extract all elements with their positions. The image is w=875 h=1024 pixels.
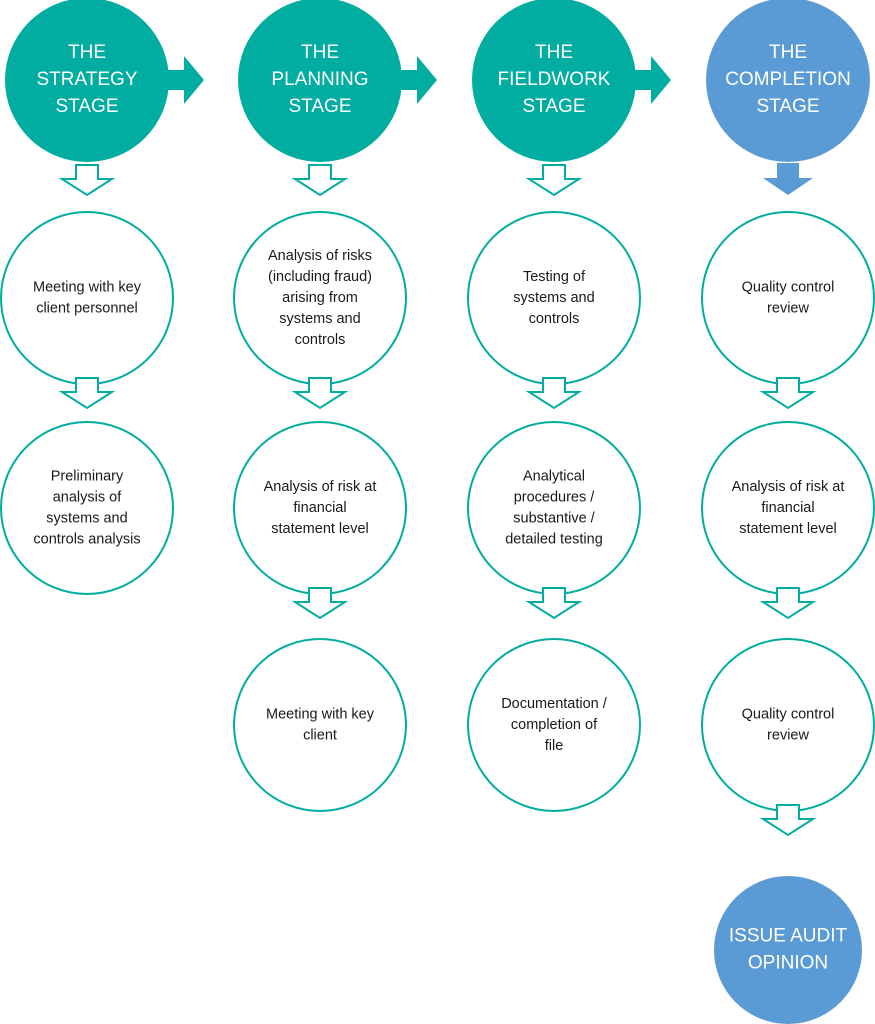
step-circle-0-1 (0, 421, 174, 595)
step-label-2-1-line: procedures / (514, 489, 596, 505)
final-label-line: ISSUE AUDIT (729, 926, 848, 947)
step-label-3-0-line: review (767, 300, 809, 316)
stage-label-0-line: STRATEGY (37, 69, 138, 90)
step-label-3-1-line: statement level (739, 521, 837, 537)
stage-label-0-line: STAGE (56, 96, 119, 117)
step-label-1-0-line: arising from (282, 290, 358, 306)
final-label: ISSUE AUDIT OPINION (729, 926, 848, 974)
final-circle (714, 876, 862, 1024)
step-label-3-2-line: Quality control (742, 706, 835, 722)
stage-label-0: THE STRATEGY STAGE (37, 42, 138, 117)
step-label-1-1-line: statement level (271, 521, 369, 537)
step-label-2-2-line: file (545, 738, 564, 754)
step-label-1-1: Analysis of risk at financial statement le… (264, 479, 377, 537)
stage-label-2-line: STAGE (523, 96, 586, 117)
step-label-2-1-line: detailed testing (505, 531, 603, 547)
step-label-3-1-line: Analysis of risk at (732, 479, 845, 495)
step-label-2-2: Documentation / completion of file (501, 696, 608, 754)
step-label-3-1-line: financial (761, 500, 814, 516)
step-label-2-0: Testing of systems and controls (513, 269, 594, 327)
step-label-0-0-line: client personnel (36, 300, 138, 316)
stage-label-1-line: STAGE (289, 96, 352, 117)
down-arrow-2-1 (525, 587, 583, 620)
step-label-1-0: Analysis of risks (including fraud) arisin… (268, 248, 372, 348)
step-label-1-1-line: financial (293, 500, 346, 516)
stage-label-1-line: THE (301, 42, 339, 63)
step-label-2-2-line: completion of (511, 717, 598, 733)
step-label-0-1-line: Preliminary (51, 468, 124, 484)
stage-label-3-line: STAGE (757, 96, 820, 117)
step-label-3-0-line: Quality control (742, 279, 835, 295)
step-circle-0-0 (0, 211, 174, 385)
right-arrow-strategy-to-planning (166, 56, 204, 104)
step-label-0-0-line: Meeting with key (33, 279, 142, 295)
down-arrow-stage-1 (291, 164, 349, 197)
down-arrow-to-final (759, 804, 817, 837)
down-arrow-1-0 (291, 377, 349, 410)
step-label-2-2-line: Documentation / (501, 696, 608, 712)
stage-label-1: THE PLANNING STAGE (271, 42, 368, 117)
step-label-1-0-line: systems and (279, 311, 360, 327)
step-label-2-0-line: controls (529, 311, 580, 327)
stage-label-2: THE FIELDWORK STAGE (498, 42, 611, 117)
step-label-3-2-line: review (767, 727, 809, 743)
step-label-3-0: Quality control review (742, 279, 835, 316)
down-arrow-1-1 (291, 587, 349, 620)
down-arrow-stage-3 (763, 163, 813, 195)
down-arrow-2-0 (525, 377, 583, 410)
stage-circle-0 (5, 0, 169, 162)
step-label-1-1-line: Analysis of risk at (264, 479, 377, 495)
stage-circle-3 (706, 0, 870, 162)
step-label-1-2-line: Meeting with key (266, 706, 375, 722)
step-label-1-0-line: controls (295, 332, 346, 348)
step-circle-2-2 (467, 638, 641, 812)
down-arrow-3-1 (759, 587, 817, 620)
final-label-line: OPINION (748, 953, 828, 974)
step-label-3-2: Quality control review (742, 706, 835, 743)
step-label-2-0-line: Testing of (523, 269, 586, 285)
step-label-1-0-line: (including fraud) (268, 269, 372, 285)
step-circle-1-2 (233, 638, 407, 812)
stage-label-1-line: PLANNING (271, 69, 368, 90)
stage-circle-1 (238, 0, 402, 162)
step-label-1-2: Meeting with key client (266, 706, 375, 743)
step-label-1-0-line: Analysis of risks (268, 248, 372, 264)
stage-label-3-line: COMPLETION (725, 69, 851, 90)
stage-label-3-line: THE (769, 42, 807, 63)
right-arrow-planning-to-fieldwork (399, 56, 437, 104)
stage-label-2-line: THE (535, 42, 573, 63)
stage-label-0-line: THE (68, 42, 106, 63)
down-arrow-stage-0 (58, 164, 116, 197)
step-circle-3-0 (701, 211, 875, 385)
stage-label-2-line: FIELDWORK (498, 69, 611, 90)
stage-label-3: THE COMPLETION STAGE (725, 42, 851, 117)
step-label-2-0-line: systems and (513, 290, 594, 306)
step-label-2-1: Analytical procedures / substantive / detai… (505, 468, 603, 547)
step-label-0-1-line: systems and (46, 510, 127, 526)
step-label-2-1-line: substantive / (513, 510, 595, 526)
step-label-0-0: Meeting with key client personnel (33, 279, 142, 316)
down-arrow-stage-2 (525, 164, 583, 197)
step-label-2-1-line: Analytical (523, 468, 585, 484)
right-arrow-fieldwork-to-completion (633, 56, 671, 104)
down-arrow-3-0 (759, 377, 817, 410)
down-arrow-0-0 (58, 377, 116, 410)
step-circle-2-1 (467, 421, 641, 595)
step-circle-3-2 (701, 638, 875, 812)
stage-circle-2 (472, 0, 636, 162)
step-label-0-1-line: controls analysis (33, 531, 140, 547)
step-label-0-1: Preliminary analysis of systems and control… (33, 468, 140, 547)
step-label-3-1: Analysis of risk at financial statement le… (732, 479, 845, 537)
step-label-0-1-line: analysis of (53, 489, 122, 505)
step-label-1-2-line: client (303, 727, 337, 743)
